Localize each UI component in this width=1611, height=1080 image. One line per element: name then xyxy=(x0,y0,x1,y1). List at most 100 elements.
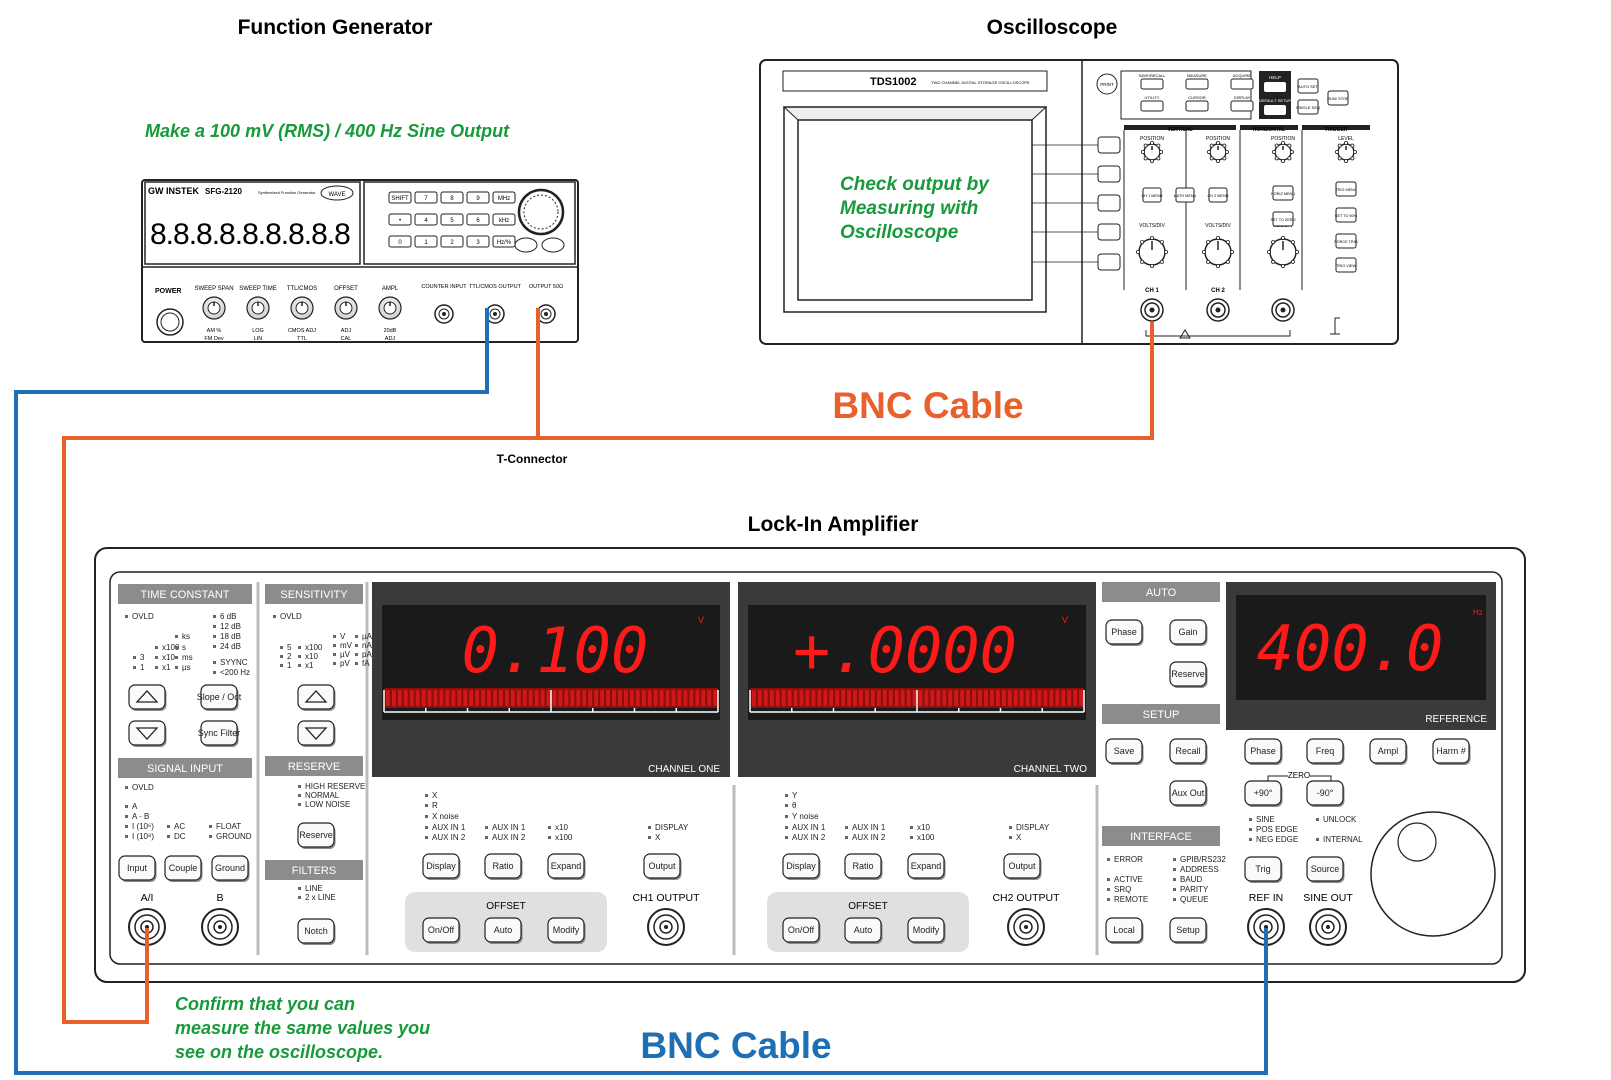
scope-menu-button[interactable] xyxy=(1097,165,1121,183)
ref-phase-button[interactable]: Phase xyxy=(1244,738,1283,765)
aux-out-button[interactable]: Aux Out xyxy=(1169,780,1208,807)
auto-reserve-button[interactable]: Reserve xyxy=(1169,661,1208,688)
math-menu-button[interactable] xyxy=(1175,187,1195,203)
sync-filter-button[interactable]: Sync Filter xyxy=(198,720,241,747)
scope-trigger-button[interactable] xyxy=(1335,181,1357,197)
scope-top-button[interactable] xyxy=(1140,100,1164,112)
funcgen-knob[interactable] xyxy=(246,296,270,320)
help-button[interactable] xyxy=(1264,82,1286,92)
run-stop-button[interactable] xyxy=(1327,90,1349,106)
funcgen-main-knob[interactable] xyxy=(517,188,565,236)
ch2-offset-modify-button[interactable]: Modify xyxy=(907,917,946,944)
scope-top-button[interactable] xyxy=(1185,100,1209,112)
ch1-output-button[interactable]: Output xyxy=(643,853,682,880)
ch2-display-button[interactable]: Display xyxy=(782,853,821,880)
local-button[interactable]: Local xyxy=(1105,917,1144,944)
reference-dial-knob[interactable] xyxy=(1370,811,1496,937)
time-constant-up-button[interactable] xyxy=(128,684,167,711)
scope-top-button[interactable] xyxy=(1230,78,1254,90)
ref-in-bnc-connector[interactable] xyxy=(1247,908,1285,946)
ampl-button[interactable]: Ampl xyxy=(1369,738,1408,765)
funcgen-key[interactable]: 7 xyxy=(414,191,438,204)
funcgen-knob[interactable] xyxy=(334,296,358,320)
funcgen-key[interactable]: 4 xyxy=(414,213,438,226)
default-setup-button[interactable] xyxy=(1264,105,1286,115)
single-seq-button[interactable] xyxy=(1297,99,1319,115)
input-button[interactable]: Input xyxy=(118,855,157,882)
ch1-volts-div-knob[interactable] xyxy=(1136,235,1169,268)
ch1-offset-modify-button[interactable]: Modify xyxy=(547,917,586,944)
funcgen-key[interactable]: 8 xyxy=(440,191,464,204)
sensitivity-down-button[interactable] xyxy=(297,720,336,747)
funcgen-left-arrow-button[interactable] xyxy=(514,237,538,253)
print-button[interactable] xyxy=(1096,73,1118,95)
auto-phase-button[interactable]: Phase xyxy=(1105,619,1144,646)
funcgen-key[interactable]: MHz xyxy=(492,191,516,204)
save-button[interactable]: Save xyxy=(1105,738,1144,765)
funcgen-key[interactable]: 1 xyxy=(414,235,438,248)
auto-gain-button[interactable]: Gain xyxy=(1169,619,1208,646)
funcgen-knob[interactable] xyxy=(378,296,402,320)
scope-top-button[interactable] xyxy=(1140,78,1164,90)
ext-trig-bnc-connector[interactable] xyxy=(1271,298,1295,322)
ch2-expand-button[interactable]: Expand xyxy=(907,853,946,880)
ch2-volts-div-knob[interactable] xyxy=(1202,235,1235,268)
source-button[interactable]: Source xyxy=(1306,856,1345,883)
horizontal-position-knob[interactable] xyxy=(1272,140,1295,163)
sine-out-bnc-connector[interactable] xyxy=(1309,908,1347,946)
ai-bnc-connector[interactable] xyxy=(128,908,166,946)
trigger-level-knob[interactable] xyxy=(1335,140,1358,163)
funcgen-key[interactable]: 5 xyxy=(440,213,464,226)
minus-90-button[interactable]: -90° xyxy=(1306,780,1345,807)
ch2-bnc-connector[interactable] xyxy=(1206,298,1230,322)
recall-button[interactable]: Recall xyxy=(1169,738,1208,765)
wave-button[interactable]: WAVE xyxy=(328,192,345,198)
trig-button[interactable]: Trig xyxy=(1244,856,1283,883)
ch2-offset-auto-button[interactable]: Auto xyxy=(844,917,883,944)
ground-button[interactable]: Ground xyxy=(211,855,250,882)
scope-menu-button[interactable] xyxy=(1097,194,1121,212)
scope-trigger-button[interactable] xyxy=(1335,257,1357,273)
funcgen-key[interactable]: 6 xyxy=(466,213,490,226)
ch1-ratio-button[interactable]: Ratio xyxy=(484,853,523,880)
ch1-display-button[interactable]: Display xyxy=(422,853,461,880)
harm-button[interactable]: Harm # xyxy=(1432,738,1471,765)
ch1-expand-button[interactable]: Expand xyxy=(547,853,586,880)
scope-menu-button[interactable] xyxy=(1097,136,1121,154)
funcgen-bnc-connector[interactable] xyxy=(536,304,556,324)
setup-button[interactable]: Setup xyxy=(1169,917,1208,944)
ch1-bnc-connector[interactable] xyxy=(1140,298,1164,322)
funcgen-right-arrow-button[interactable] xyxy=(541,237,565,253)
freq-button[interactable]: Freq xyxy=(1306,738,1345,765)
ch1-offset-auto-button[interactable]: Auto xyxy=(484,917,523,944)
ch1-position-knob[interactable] xyxy=(1141,140,1164,163)
couple-button[interactable]: Couple xyxy=(164,855,203,882)
time-constant-down-button[interactable] xyxy=(128,720,167,747)
funcgen-key[interactable]: kHz xyxy=(492,213,516,226)
ch1-output-bnc-connector[interactable] xyxy=(647,908,685,946)
funcgen-key[interactable]: • xyxy=(388,213,412,226)
ch2-menu-button[interactable] xyxy=(1208,187,1228,203)
funcgen-key[interactable]: SHIFT xyxy=(388,191,412,204)
scope-top-button[interactable] xyxy=(1185,78,1209,90)
horiz-menu-button[interactable] xyxy=(1272,185,1294,201)
scope-menu-button[interactable] xyxy=(1097,223,1121,241)
slope-oct-button[interactable]: Slope / Oct xyxy=(197,684,242,711)
funcgen-key[interactable]: 0 xyxy=(388,235,412,248)
notch-button[interactable]: Notch xyxy=(297,918,336,945)
funcgen-bnc-connector[interactable] xyxy=(434,304,454,324)
ch2-position-knob[interactable] xyxy=(1207,140,1230,163)
b-bnc-connector[interactable] xyxy=(201,908,239,946)
scope-top-button[interactable] xyxy=(1230,100,1254,112)
ch2-offset-on-off-button[interactable]: On/Off xyxy=(782,917,821,944)
sensitivity-up-button[interactable] xyxy=(297,684,336,711)
funcgen-knob[interactable] xyxy=(202,296,226,320)
ch2-ratio-button[interactable]: Ratio xyxy=(844,853,883,880)
set-to-zero-button[interactable] xyxy=(1272,211,1294,227)
scope-trigger-button[interactable] xyxy=(1335,207,1357,223)
funcgen-knob[interactable] xyxy=(290,296,314,320)
funcgen-key[interactable]: 3 xyxy=(466,235,490,248)
reserve-button[interactable]: Reserve xyxy=(297,822,336,849)
ch2-output-button[interactable]: Output xyxy=(1003,853,1042,880)
ch1-menu-button[interactable] xyxy=(1142,187,1162,203)
